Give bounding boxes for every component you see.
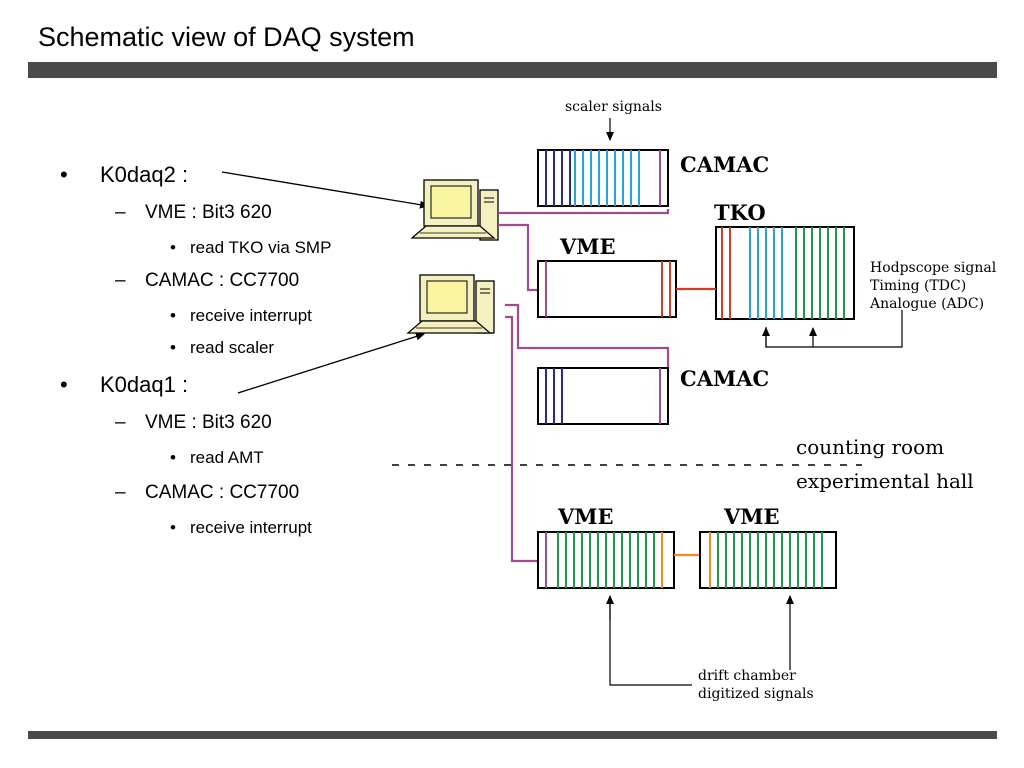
camac-crate-top (537, 149, 669, 207)
bullet-text: receive interrupt (190, 306, 312, 325)
bullet-text: receive interrupt (190, 518, 312, 537)
vme-lower-right-label: VME (723, 504, 780, 529)
vme-upper-label: VME (559, 234, 616, 259)
bullet-symbol: – (115, 270, 126, 291)
bullet-text: read TKO via SMP (190, 238, 332, 257)
k0daq1-pointer-arrow (237, 332, 425, 394)
bullet-text: CAMAC : CC7700 (145, 482, 300, 503)
drift-chamber-label-1: drift chamber (698, 668, 796, 684)
bullet-symbol: • (170, 306, 176, 325)
vme-lower-left-label: VME (557, 504, 614, 529)
bullet-symbol: • (170, 518, 176, 537)
bullet-symbol: • (170, 238, 176, 257)
computer-icon (406, 274, 495, 334)
bullet-symbol: • (60, 162, 68, 187)
hodoscope-label-3: Analogue (ADC) (869, 296, 984, 312)
scaler-signals-label: scaler signals (565, 99, 662, 115)
bullet-text: K0daq2 : (100, 162, 189, 187)
bullet-text: K0daq1 : (100, 372, 189, 397)
bullet-text: VME : Bit3 620 (145, 202, 272, 223)
bullet-text: read scaler (190, 338, 275, 357)
camac-middle-label: CAMAC (680, 366, 769, 391)
cabling (498, 209, 670, 563)
title-divider-bar (28, 62, 997, 78)
drift-chamber-label-2: digitized signals (698, 686, 814, 702)
drift-chamber-signal-path (606, 595, 794, 686)
hodoscope-signal-path (762, 310, 903, 348)
bullet-symbol: • (60, 372, 68, 397)
vme-crate-lower-right (699, 531, 837, 589)
hodoscope-label-1: Hodpscope signal (870, 260, 997, 276)
bullet-text: CAMAC : CC7700 (145, 270, 300, 291)
experimental-hall-label: experimental hall (796, 469, 974, 493)
k0daq2-pointer-arrow (221, 171, 429, 209)
vme-crate-upper (537, 260, 677, 318)
tko-label: TKO (714, 200, 766, 225)
camac-top-label: CAMAC (680, 152, 769, 177)
vme-crate-lower-left (537, 531, 675, 589)
hodoscope-label-2: Timing (TDC) (870, 278, 966, 294)
footer-divider-bar (28, 731, 997, 739)
bullet-symbol: – (115, 202, 126, 223)
counting-room-label: counting room (796, 435, 944, 459)
bullet-text: VME : Bit3 620 (145, 412, 272, 433)
bullet-symbol: – (115, 482, 126, 503)
computer-icon (410, 179, 499, 241)
slide-title: Schematic view of DAQ system (38, 22, 415, 52)
tko-crate (715, 226, 855, 320)
bullet-symbol: • (170, 338, 176, 357)
bullet-symbol: – (115, 412, 126, 433)
bullet-text: read AMT (190, 448, 264, 467)
bullet-symbol: • (170, 448, 176, 467)
camac-crate-middle (537, 367, 669, 425)
